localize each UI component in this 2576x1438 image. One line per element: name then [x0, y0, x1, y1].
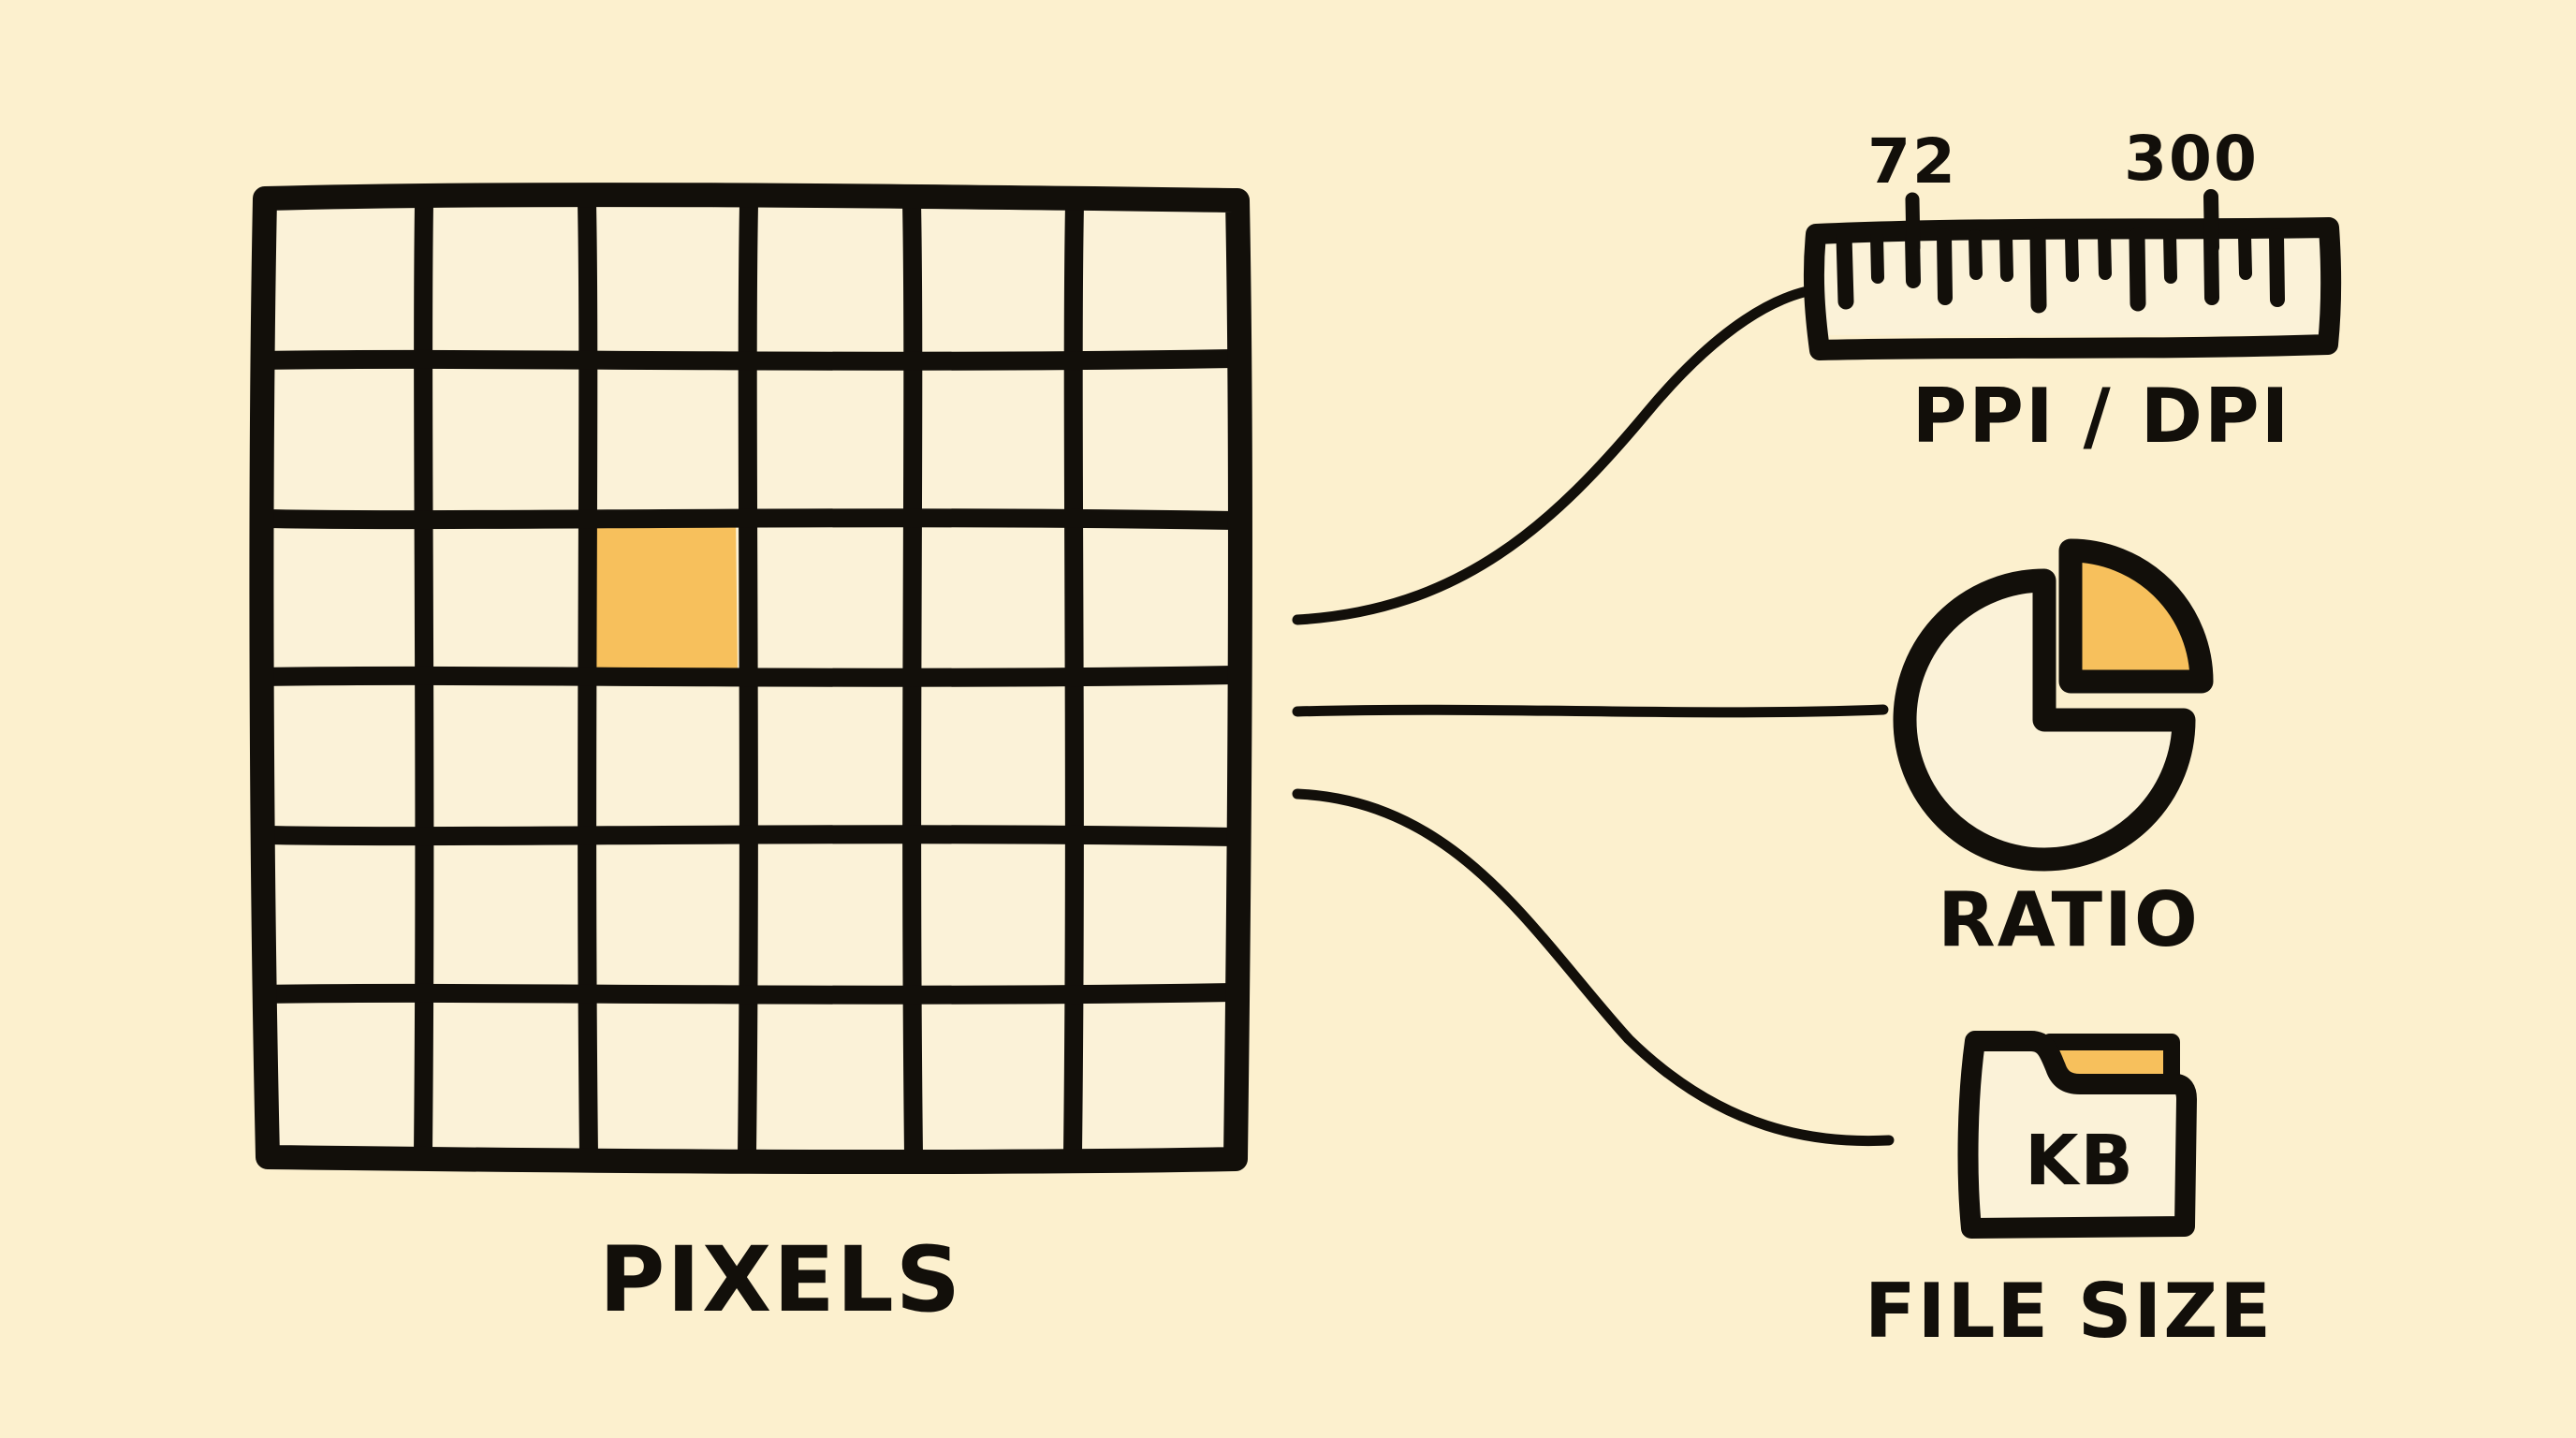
file-size-label: FILE SIZE — [1865, 1268, 2273, 1355]
connector-lines — [1292, 283, 1895, 1147]
ruler-tick-label-low: 72 — [1867, 125, 1957, 198]
ppi-dpi-label: PPI / DPI — [1912, 373, 2291, 460]
pixel-grid[interactable]: PIXELS — [249, 183, 1253, 1332]
ruler-outline — [1803, 217, 2342, 360]
ratio-label: RATIO — [1938, 876, 2200, 963]
ruler-tall-ticks — [1905, 189, 2219, 255]
folder-badge-text: KB — [2025, 1121, 2135, 1201]
connector-to-folder — [1292, 788, 1895, 1147]
ruler-icon[interactable]: 72 300 PPI / DPI — [1803, 123, 2342, 460]
pie-exploded-slice[interactable] — [2058, 538, 2214, 694]
folder-icon[interactable]: KB FILE SIZE — [1865, 1031, 2273, 1355]
ruler-tick-label-high: 300 — [2124, 123, 2259, 195]
pie-chart-icon[interactable]: RATIO — [1893, 538, 2214, 963]
connector-to-ruler — [1292, 283, 1831, 625]
folder-body — [1957, 1031, 2197, 1239]
pixels-label: PIXELS — [599, 1227, 962, 1332]
grid-horizontal-lines — [256, 349, 1243, 1005]
grid-vertical-lines — [414, 193, 1084, 1165]
grid-outer-border — [249, 183, 1253, 1175]
connector-to-pie — [1292, 704, 1889, 718]
highlighted-pixel-cell[interactable] — [592, 518, 738, 674]
pie-remainder-slice[interactable] — [1893, 568, 2196, 872]
